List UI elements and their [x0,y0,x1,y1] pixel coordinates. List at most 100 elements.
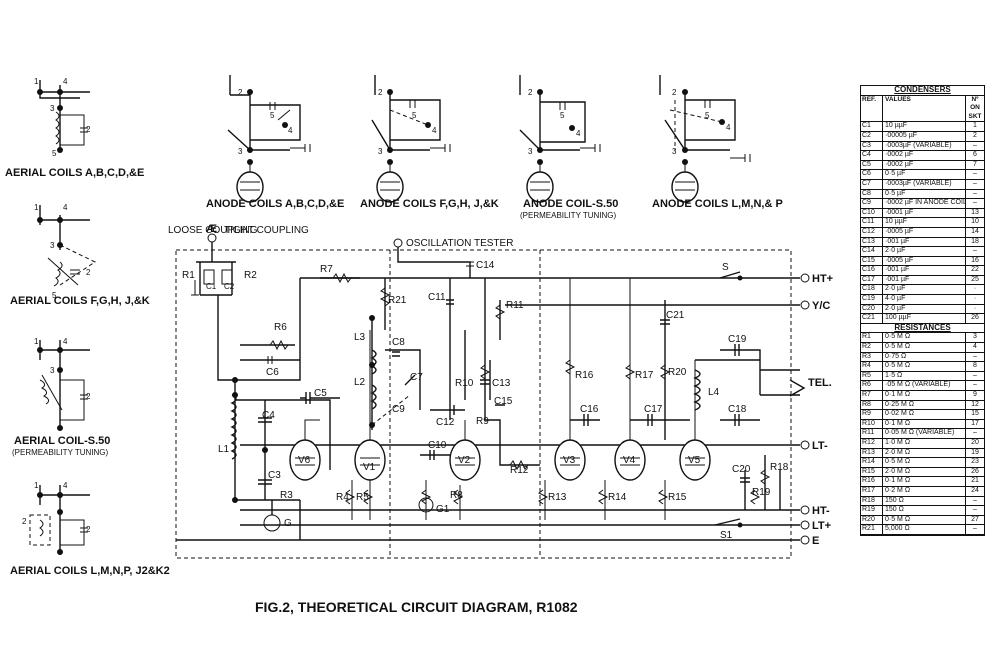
socket-cell: 19 [971,448,979,456]
label-c4: C4 [262,410,275,421]
ref-cell: C16 [861,266,883,275]
label-r15: R15 [668,492,687,503]
ref-cell: R18 [861,496,883,506]
label-s: S [722,262,729,273]
condenser-row: C9·0002 µF IN ANODE COILS A TO E– [861,199,984,209]
value-cell: ·0002 µF IN ANODE COILS A TO E [883,199,966,208]
label-r4: R4 [336,492,349,503]
svg-text:4: 4 [576,129,581,138]
value-cell: ·001 µF [883,275,966,285]
ref-cell: R16 [861,477,883,486]
label-r6: R6 [274,322,287,333]
value-cell: 5,000 Ω [883,525,966,534]
label-r13: R13 [548,492,567,503]
value-cell: 0·5 M Ω [883,458,966,467]
svg-text:3: 3 [378,147,383,156]
ref-cell: R19 [861,506,883,515]
aerial-coil-title-2: AERIAL COILS F,G,H, J,&K [10,295,150,307]
ref-cell: C5 [861,160,883,170]
label-r16: R16 [575,370,594,381]
ref-cell: R17 [861,486,883,496]
svg-text:3: 3 [672,147,677,156]
label-r5: R5 [356,492,369,503]
ref-cell: R4 [861,362,883,371]
anode-coil-group-1: 25 34 ANODE COILS A,B,C,D,&E [206,75,344,210]
figure-caption: FIG.2, THEORETICAL CIRCUIT DIAGRAM, R108… [255,599,578,615]
aerial-coil-title-1: AERIAL COILS A,B,C,D,&E [5,167,144,179]
valve-label-v6: V6 [298,455,311,466]
value-cell: ·0005 µF [883,256,966,266]
anode-coil-group-3: 25 34 ANODE COIL-S.50 (PERMEABILITY TUNI… [519,75,618,220]
value-cell: ·0001 µF [883,208,966,218]
ref-cell: C10 [861,208,883,218]
ref-cell: C13 [861,237,883,247]
ref-cell: C4 [861,151,883,160]
valve-label-v1: V1 [363,462,376,473]
label-s1: S1 [720,530,733,541]
socket-cell: – [973,429,977,437]
value-cell: 0·5 M Ω [883,362,966,371]
ref-cell: R8 [861,400,883,410]
svg-text:3: 3 [50,104,55,113]
value-cell: 0·1 M Ω [883,477,966,486]
value-cell: ·05 M Ω (VARIABLE) [883,381,966,390]
socket-cell: – [973,352,977,360]
terminal-ht-plus: HT+ [812,273,833,285]
ref-cell: R15 [861,467,883,477]
label-c12: C12 [436,417,455,428]
value-cell: ·0003µF (VARIABLE) [883,141,966,151]
label-l3: L3 [354,332,366,343]
label-r14: R14 [608,492,627,503]
ref-cell: R5 [861,371,883,381]
label-c21: C21 [666,310,685,321]
socket-cell: – [973,141,977,149]
svg-text:5: 5 [270,111,275,120]
svg-text:3: 3 [50,241,55,250]
socket-cell: · [973,295,977,303]
label-r9: R9 [476,416,489,427]
svg-text:2: 2 [528,88,533,97]
svg-text:1: 1 [34,337,39,346]
label-c2: C2 [224,282,235,291]
socket-cell: 2 [973,131,977,139]
aerial-coil-title-4: AERIAL COILS L,M,N,P, J2&K2 [10,565,170,577]
socket-cell: 18 [971,237,979,245]
label-c6: C6 [266,367,279,378]
ref-cell: C19 [861,295,883,304]
svg-text:4: 4 [288,126,293,135]
svg-text:2: 2 [22,517,27,526]
svg-text:3: 3 [528,147,533,156]
svg-text:5: 5 [705,111,710,120]
socket-cell: 1 [973,122,977,130]
ref-cell: C7 [861,179,883,189]
anode-coil-group-4: 25 34 ANODE COILS L,M,N,& P [652,75,783,210]
label-c1: C1 [206,282,217,291]
value-cell: 100 µµF [883,314,966,323]
header-skt: Nº ON SKT [968,95,982,120]
socket-cell: 22 [971,266,979,274]
ref-cell: C15 [861,256,883,266]
ref-cell: R20 [861,515,883,525]
ref-cell: R21 [861,525,883,534]
label-c15: C15 [494,396,513,407]
svg-text:4: 4 [726,123,731,132]
loose-coupling-label: LOOSE COUPLING [168,225,258,236]
value-cell: 0·2 M Ω [883,486,966,496]
